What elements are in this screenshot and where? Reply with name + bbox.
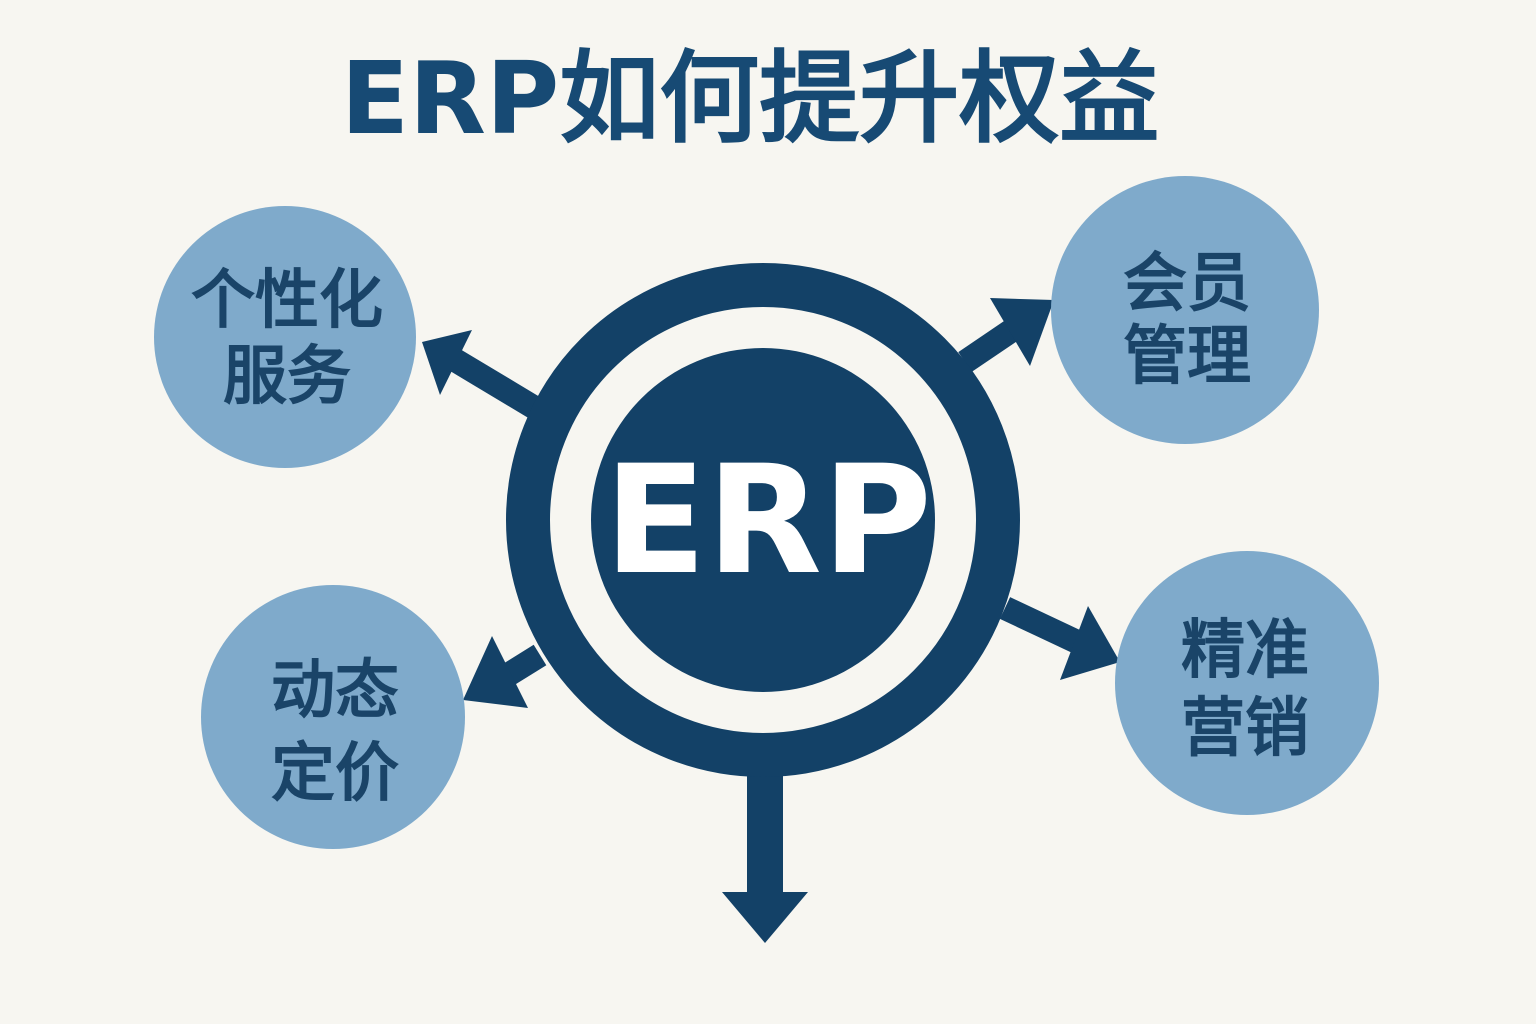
bubble-precision-marketing: 精准 营销	[1115, 551, 1379, 815]
bubble-label-line1: 精准	[1181, 614, 1309, 688]
erp-core-circle	[591, 348, 935, 692]
bubble-member-management: 会员 管理	[1051, 176, 1319, 444]
bubble-label-line1: 动态	[271, 654, 399, 728]
arrowhead-icon	[422, 330, 472, 395]
bubble-label-line1: 个性化	[191, 264, 383, 338]
bubble-label-line2: 定价	[271, 737, 399, 811]
bubble-personalized-service: 个性化 服务	[154, 206, 416, 468]
bubble-circle	[154, 206, 416, 468]
erp-label: ERP	[604, 434, 932, 608]
page-title: ERP如何提升权益	[341, 40, 1160, 157]
arrowhead-icon	[722, 892, 808, 943]
arrowhead-icon	[463, 636, 528, 708]
bubble-circle	[1051, 176, 1319, 444]
bubble-label-line1: 会员	[1123, 247, 1251, 321]
bubble-circle	[201, 585, 465, 849]
arrow-to-personalized-service	[448, 349, 542, 419]
arrowhead-icon	[1060, 606, 1120, 680]
arrows	[422, 298, 1120, 943]
bubble-label-line2: 服务	[223, 340, 351, 414]
erp-outer-ring	[506, 263, 1020, 777]
bubble-dynamic-pricing: 动态 定价	[201, 585, 465, 849]
arrowhead-icon	[990, 298, 1054, 366]
bubble-label-line2: 管理	[1123, 320, 1251, 394]
bubble-label-line2: 营销	[1181, 692, 1309, 766]
bubble-circle	[1115, 551, 1379, 815]
